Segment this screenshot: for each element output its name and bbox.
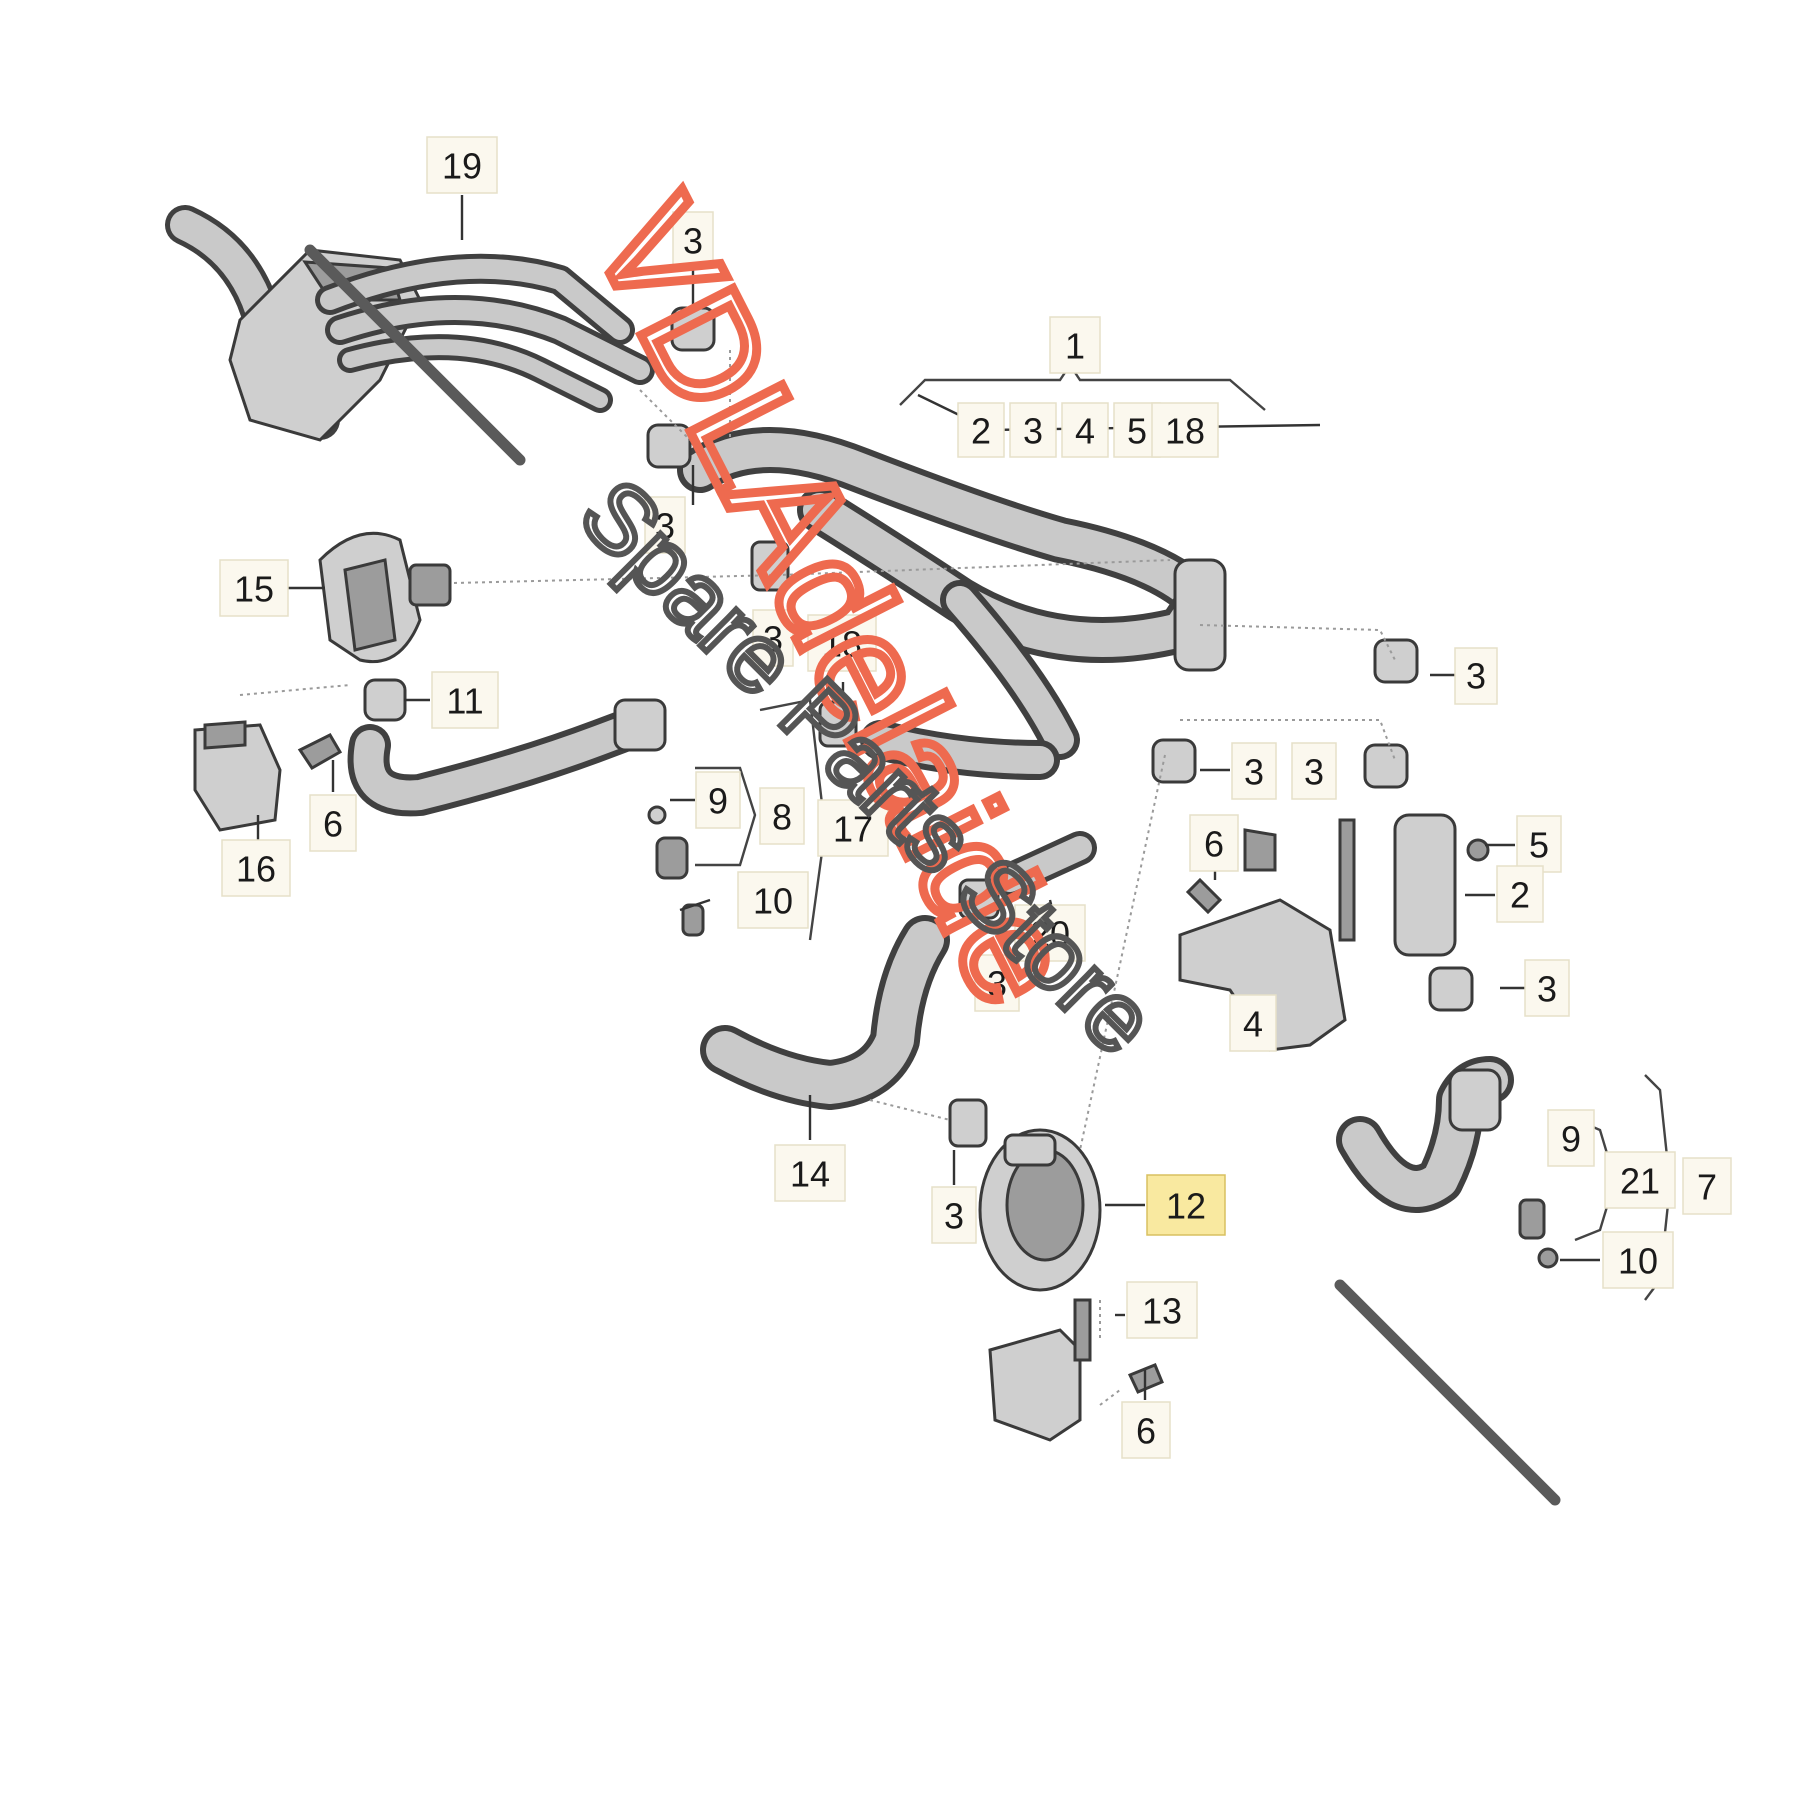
svg-text:8: 8 [772, 797, 792, 838]
callout-2: 2 [957, 402, 1005, 458]
svg-text:10: 10 [1618, 1241, 1658, 1282]
callout-11: 11 [431, 671, 499, 729]
svg-text:4: 4 [1243, 1004, 1263, 1045]
watermark-slash-top [304, 244, 526, 466]
callout-15: 15 [219, 559, 289, 617]
callout-6: 6 [1189, 814, 1239, 872]
svg-text:5: 5 [1127, 411, 1147, 452]
part-7-hose [1336, 1056, 1559, 1269]
callout-7: 7 [1682, 1157, 1732, 1215]
callout-10: 10 [737, 871, 809, 929]
watermark-slash-bottom [1334, 1279, 1561, 1506]
svg-text:5: 5 [1529, 825, 1549, 866]
callout-18: 18 [1151, 402, 1219, 458]
callout-3: 3 [931, 1186, 977, 1244]
part-17-hose [347, 698, 667, 817]
svg-text:21: 21 [1620, 1161, 1660, 1202]
callout-16: 16 [221, 839, 291, 897]
svg-text:12: 12 [1166, 1186, 1206, 1227]
callout-3: 3 [672, 211, 714, 269]
clamps [363, 306, 1474, 1148]
svg-text:2: 2 [1510, 875, 1530, 916]
callout-3: 3 [1524, 959, 1570, 1017]
callout-6: 6 [1121, 1401, 1171, 1459]
callout-3: 3 [1291, 742, 1337, 800]
callout-2: 2 [1496, 865, 1544, 923]
callout-9: 9 [695, 771, 741, 829]
callout-9: 9 [1547, 1109, 1595, 1167]
callout-3: 3 [1454, 647, 1498, 705]
svg-text:6: 6 [1204, 824, 1224, 865]
part-1-main-hose-assembly [677, 427, 1227, 780]
callout-13: 13 [1126, 1281, 1198, 1339]
svg-text:18: 18 [1165, 411, 1205, 452]
svg-text:3: 3 [1466, 656, 1486, 697]
callout-1: 1 [1049, 316, 1101, 374]
svg-text:7: 7 [1697, 1167, 1717, 1208]
callout-6: 6 [309, 794, 357, 852]
part-13-bracket [988, 1298, 1092, 1442]
parts-illustration [165, 205, 1559, 1442]
callout-14: 14 [774, 1144, 846, 1202]
callout-3: 3 [1009, 402, 1057, 458]
svg-text:3: 3 [1304, 752, 1324, 793]
svg-text:3: 3 [763, 619, 783, 660]
callout-17: 17 [817, 799, 889, 857]
callout-3: 3 [644, 496, 686, 554]
watermark: VDLAdelaide Spare Parts Store [304, 169, 1561, 1506]
callout-19: 19 [426, 136, 498, 194]
svg-text:3: 3 [655, 506, 675, 547]
callout-3: 3 [752, 609, 794, 667]
svg-text:15: 15 [234, 569, 274, 610]
svg-text:3: 3 [987, 964, 1007, 1005]
svg-text:9: 9 [1561, 1119, 1581, 1160]
svg-text:11: 11 [446, 681, 483, 722]
svg-text:3: 3 [683, 221, 703, 262]
svg-text:17: 17 [833, 809, 873, 850]
callout-10: 10 [1602, 1231, 1674, 1289]
callout-3: 3 [1231, 742, 1277, 800]
svg-text:6: 6 [1136, 1411, 1156, 1452]
callout-8: 8 [759, 787, 805, 845]
callout-18: 18 [807, 614, 877, 672]
part-12-pump [978, 1128, 1102, 1292]
part-16-bracket [193, 720, 282, 832]
part-4-bracket [1178, 828, 1347, 1052]
callout-5: 5 [1516, 815, 1562, 873]
svg-text:6: 6 [323, 804, 343, 845]
part-15-pump [318, 531, 452, 664]
part-14-hose [700, 915, 950, 1110]
part-19-coolant-distributor [165, 205, 655, 442]
part-2-valve [1338, 813, 1490, 957]
svg-text:2: 2 [971, 411, 991, 452]
svg-text:13: 13 [1142, 1291, 1182, 1332]
svg-text:18: 18 [822, 624, 862, 665]
svg-text:3: 3 [1023, 411, 1043, 452]
svg-text:3: 3 [1537, 969, 1557, 1010]
svg-text:20: 20 [1030, 914, 1070, 955]
svg-text:3: 3 [1244, 752, 1264, 793]
sensor-left [647, 805, 705, 937]
callout-4: 4 [1229, 994, 1277, 1052]
svg-text:3: 3 [944, 1196, 964, 1237]
svg-text:19: 19 [442, 146, 482, 187]
callout-21: 21 [1604, 1151, 1676, 1209]
svg-text:4: 4 [1075, 411, 1095, 452]
callout-4: 4 [1061, 402, 1109, 458]
svg-text:16: 16 [236, 849, 276, 890]
svg-text:1: 1 [1065, 326, 1085, 367]
dashed-connectors [239, 350, 1396, 1406]
svg-text:10: 10 [753, 881, 793, 922]
callout-12: 12 [1146, 1174, 1226, 1236]
callout-20: 20 [1014, 904, 1086, 962]
part-20-tube [993, 831, 1097, 897]
callout-labels: 19 3 1 2 3 4 5 18 3 15 3 18 11 3 16 6 9 … [219, 136, 1732, 1459]
callout-3: 3 [974, 954, 1020, 1012]
svg-text:9: 9 [708, 781, 728, 822]
svg-text:14: 14 [790, 1154, 830, 1195]
